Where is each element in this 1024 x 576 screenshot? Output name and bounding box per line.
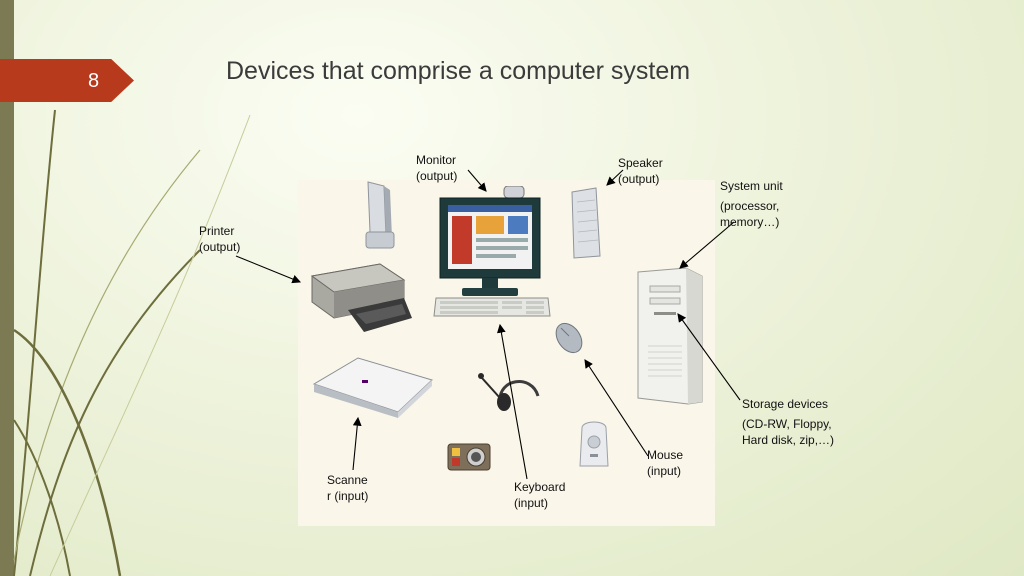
speaker-right-icon: [571, 187, 601, 259]
keyboard-label: Keyboard (input): [514, 480, 566, 510]
speaker-label: Speaker (output): [618, 156, 663, 186]
monitor-label: Monitor (output): [416, 153, 458, 183]
system-unit-tower-icon: [637, 267, 703, 405]
mouse-icon: [555, 322, 583, 354]
headset-microphone-icon: [478, 373, 540, 411]
decorative-swoosh: [13, 109, 251, 576]
left-accent-stripe: [0, 0, 14, 576]
monitor-icon: [439, 186, 541, 296]
zip-drive-icon: [579, 421, 609, 467]
system-unit-label: System unit (processor, memory…): [720, 179, 783, 229]
slide-number: 8: [88, 70, 100, 92]
scanner-label: Scanne r (input): [327, 473, 369, 503]
slide-title: Devices that comprise a computer system: [226, 57, 691, 85]
speaker-left-icon: [365, 181, 395, 249]
printer-icon: [310, 263, 412, 332]
printer-label: Printer (output): [199, 224, 241, 254]
keyboard-icon: [433, 297, 551, 317]
storage-devices-label: Storage devices (CD-RW, Floppy, Hard dis…: [742, 397, 835, 447]
slide-number-tab: [0, 59, 134, 102]
mouse-label: Mouse (input): [647, 448, 684, 478]
digital-camera-icon: [447, 443, 491, 471]
scanner-icon: [312, 357, 433, 418]
